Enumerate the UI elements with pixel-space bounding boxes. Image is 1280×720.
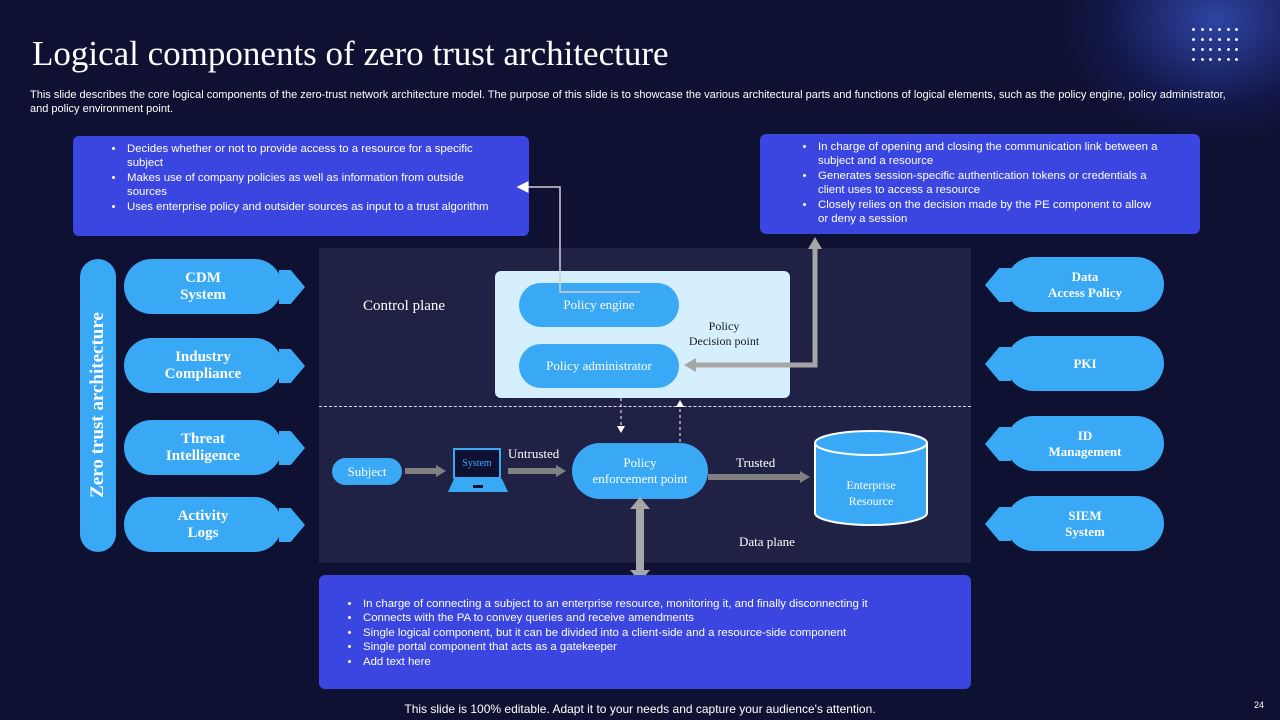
activity-logs-pill: Activity Logs <box>124 497 282 552</box>
slide-title: Logical components of zero trust archite… <box>32 34 669 73</box>
industry-compliance-pill: Industry Compliance <box>124 338 282 393</box>
list-item: Makes use of company policies as well as… <box>125 171 489 200</box>
laptop-icon: System <box>448 448 508 494</box>
siem-system-pill: SIEM System <box>1006 496 1164 551</box>
trusted-label: Trusted <box>736 455 776 470</box>
list-item: Single logical component, but it can be … <box>361 626 951 640</box>
slide-footer: This slide is 100% editable. Adapt it to… <box>404 702 876 716</box>
policy-engine-info-box: Decides whether or not to provide access… <box>73 136 529 236</box>
siem-system-label: SIEM System <box>1065 507 1105 539</box>
corner-glow <box>1060 0 1280 140</box>
zero-trust-vertical-bar <box>80 259 116 552</box>
pki-label: PKI <box>1073 355 1097 371</box>
list-item: Single portal component that acts as a g… <box>361 640 951 654</box>
policy-engine-pill: Policy engine <box>519 283 679 327</box>
threat-intelligence-pill: Threat Intelligence <box>124 420 282 475</box>
list-item: In charge of connecting a subject to an … <box>361 597 951 611</box>
policy-enforcement-point-pill: Policy enforcement point <box>572 443 708 499</box>
policy-admin-info-list: In charge of opening and closing the com… <box>796 140 1160 226</box>
decision-point-label: Policy Decision point <box>688 319 760 348</box>
list-item: Uses enterprise policy and outsider sour… <box>125 200 489 214</box>
list-item: In charge of opening and closing the com… <box>816 140 1160 169</box>
id-management-label: ID Management <box>1048 427 1122 459</box>
list-item: Decides whether or not to provide access… <box>125 142 489 171</box>
id-management-pill: ID Management <box>1006 416 1164 471</box>
subject-pill: Subject <box>332 458 402 485</box>
policy-admin-info-box: In charge of opening and closing the com… <box>760 134 1200 234</box>
list-item: Connects with the PA to convey queries a… <box>361 611 951 625</box>
pep-info-box: In charge of connecting a subject to an … <box>319 575 971 689</box>
system-label: System <box>462 458 492 469</box>
industry-compliance-label: Industry Compliance <box>164 348 242 382</box>
zero-trust-vertical-label: Zero trust architecture <box>87 312 108 498</box>
plane-divider <box>319 406 971 407</box>
list-item: Closely relies on the decision made by t… <box>816 198 1160 227</box>
policy-administrator-pill: Policy administrator <box>519 344 679 388</box>
data-plane-label: Data plane <box>739 534 795 549</box>
untrusted-label: Untrusted <box>508 446 560 461</box>
control-plane-label: Control plane <box>363 298 446 314</box>
threat-intelligence-label: Threat Intelligence <box>165 430 241 464</box>
pki-pill: PKI <box>1006 336 1164 391</box>
list-item: Add text here <box>361 655 951 669</box>
data-access-policy-label: Data Access Policy <box>1047 268 1122 300</box>
list-item: Generates session-specific authenticatio… <box>816 169 1160 198</box>
policy-engine-info-list: Decides whether or not to provide access… <box>105 142 489 214</box>
enterprise-resource-label: Enterprise Resource <box>846 478 896 508</box>
slide-description: This slide describes the core logical co… <box>30 89 1226 115</box>
activity-logs-label: Activity Logs <box>177 507 229 541</box>
dot-grid-decoration <box>1192 28 1244 68</box>
enterprise-resource-icon <box>814 430 928 526</box>
cdm-system-label: CDM System <box>180 269 226 303</box>
data-access-policy-pill: Data Access Policy <box>1006 257 1164 312</box>
page-number: 24 <box>1254 700 1265 710</box>
cdm-system-pill: CDM System <box>124 259 282 314</box>
pep-info-list: In charge of connecting a subject to an … <box>341 597 951 669</box>
